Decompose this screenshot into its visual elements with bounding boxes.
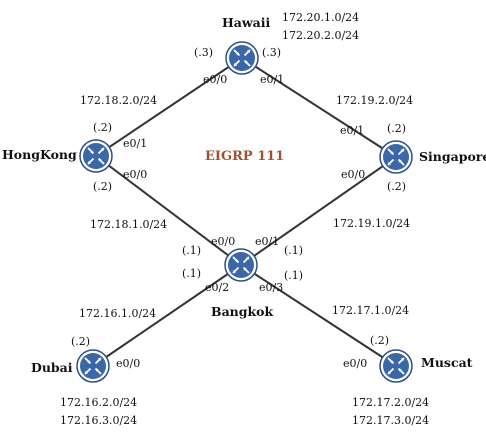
router-icon-singapore[interactable] (379, 140, 413, 174)
network-hongkong-hawaii: 172.18.2.0/24 (80, 94, 158, 107)
host-id-bangkok-top-right: (.1) (284, 244, 304, 257)
host-id-bangkok-left: (.1) (182, 267, 202, 280)
host-id-hongkong-bottom: (.2) (93, 180, 113, 193)
network-dubai-lan2: 172.16.3.0/24 (60, 414, 138, 427)
interface-hawaii-e0-1: e0/1 (260, 73, 285, 86)
interface-bangkok-e0-1: e0/1 (255, 235, 280, 248)
network-muscat-lan1: 172.17.2.0/24 (352, 396, 430, 409)
interface-bangkok-e0-2: e0/2 (205, 281, 230, 294)
network-singapore-bangkok: 172.19.1.0/24 (333, 217, 411, 230)
interface-hawaii-e0-0: e0/0 (203, 73, 228, 86)
router-icon-dubai[interactable] (76, 349, 110, 383)
network-bangkok-muscat: 172.17.1.0/24 (332, 304, 410, 317)
network-dubai-lan1: 172.16.2.0/24 (60, 396, 138, 409)
host-id-singapore-top: (.2) (387, 122, 407, 135)
network-bangkok-dubai: 172.16.1.0/24 (79, 307, 157, 320)
router-name-hawaii: Hawaii (222, 15, 271, 30)
link-singapore-bangkok (240, 156, 397, 266)
router-name-hongkong: HongKong (2, 147, 77, 162)
network-hongkong-bangkok: 172.18.1.0/24 (90, 218, 168, 231)
eigrp-as-title: EIGRP 111 (205, 149, 285, 164)
router-icon-bangkok[interactable] (224, 248, 258, 282)
link-hawaii-singapore (241, 57, 397, 158)
router-name-muscat: Muscat (421, 355, 473, 370)
host-id-hawaii-left: (.3) (194, 46, 214, 59)
host-id-bangkok-right: (.1) (284, 269, 304, 282)
link-bangkok-dubai (92, 264, 242, 367)
link-hongkong-bangkok (95, 155, 242, 266)
host-id-hawaii-right: (.3) (262, 46, 282, 59)
link-bangkok-muscat (240, 264, 397, 367)
interface-singapore-e0-1: e0/1 (340, 124, 365, 137)
host-id-singapore-bottom: (.2) (387, 180, 407, 193)
host-id-hongkong-top: (.2) (93, 121, 113, 134)
router-name-dubai: Dubai (31, 360, 73, 375)
host-id-bangkok-top-left: (.1) (182, 244, 202, 257)
router-icon-hongkong[interactable] (79, 139, 113, 173)
network-hawaii-lan2: 172.20.2.0/24 (282, 29, 360, 42)
host-id-muscat: (.2) (370, 334, 390, 347)
network-hawaii-singapore: 172.19.2.0/24 (336, 94, 414, 107)
router-name-bangkok: Bangkok (211, 304, 274, 319)
routers (76, 41, 413, 383)
interface-bangkok-e0-0: e0/0 (211, 235, 236, 248)
links (92, 57, 397, 367)
link-hongkong-hawaii (95, 57, 243, 157)
interface-hongkong-e0-1: e0/1 (123, 137, 148, 150)
network-muscat-lan2: 172.17.3.0/24 (352, 414, 430, 427)
host-id-dubai: (.2) (71, 335, 91, 348)
interface-hongkong-e0-0: e0/0 (123, 168, 148, 181)
interface-muscat-e0-0: e0/0 (343, 357, 368, 370)
router-name-singapore: Singapore (419, 149, 486, 164)
interface-bangkok-e0-3: e0/3 (259, 281, 284, 294)
network-hawaii-lan1: 172.20.1.0/24 (282, 11, 360, 24)
interface-singapore-e0-0: e0/0 (341, 168, 366, 181)
router-icon-hawaii[interactable] (225, 41, 259, 75)
interface-dubai-e0-0: e0/0 (116, 357, 141, 370)
router-icon-muscat[interactable] (379, 349, 413, 383)
